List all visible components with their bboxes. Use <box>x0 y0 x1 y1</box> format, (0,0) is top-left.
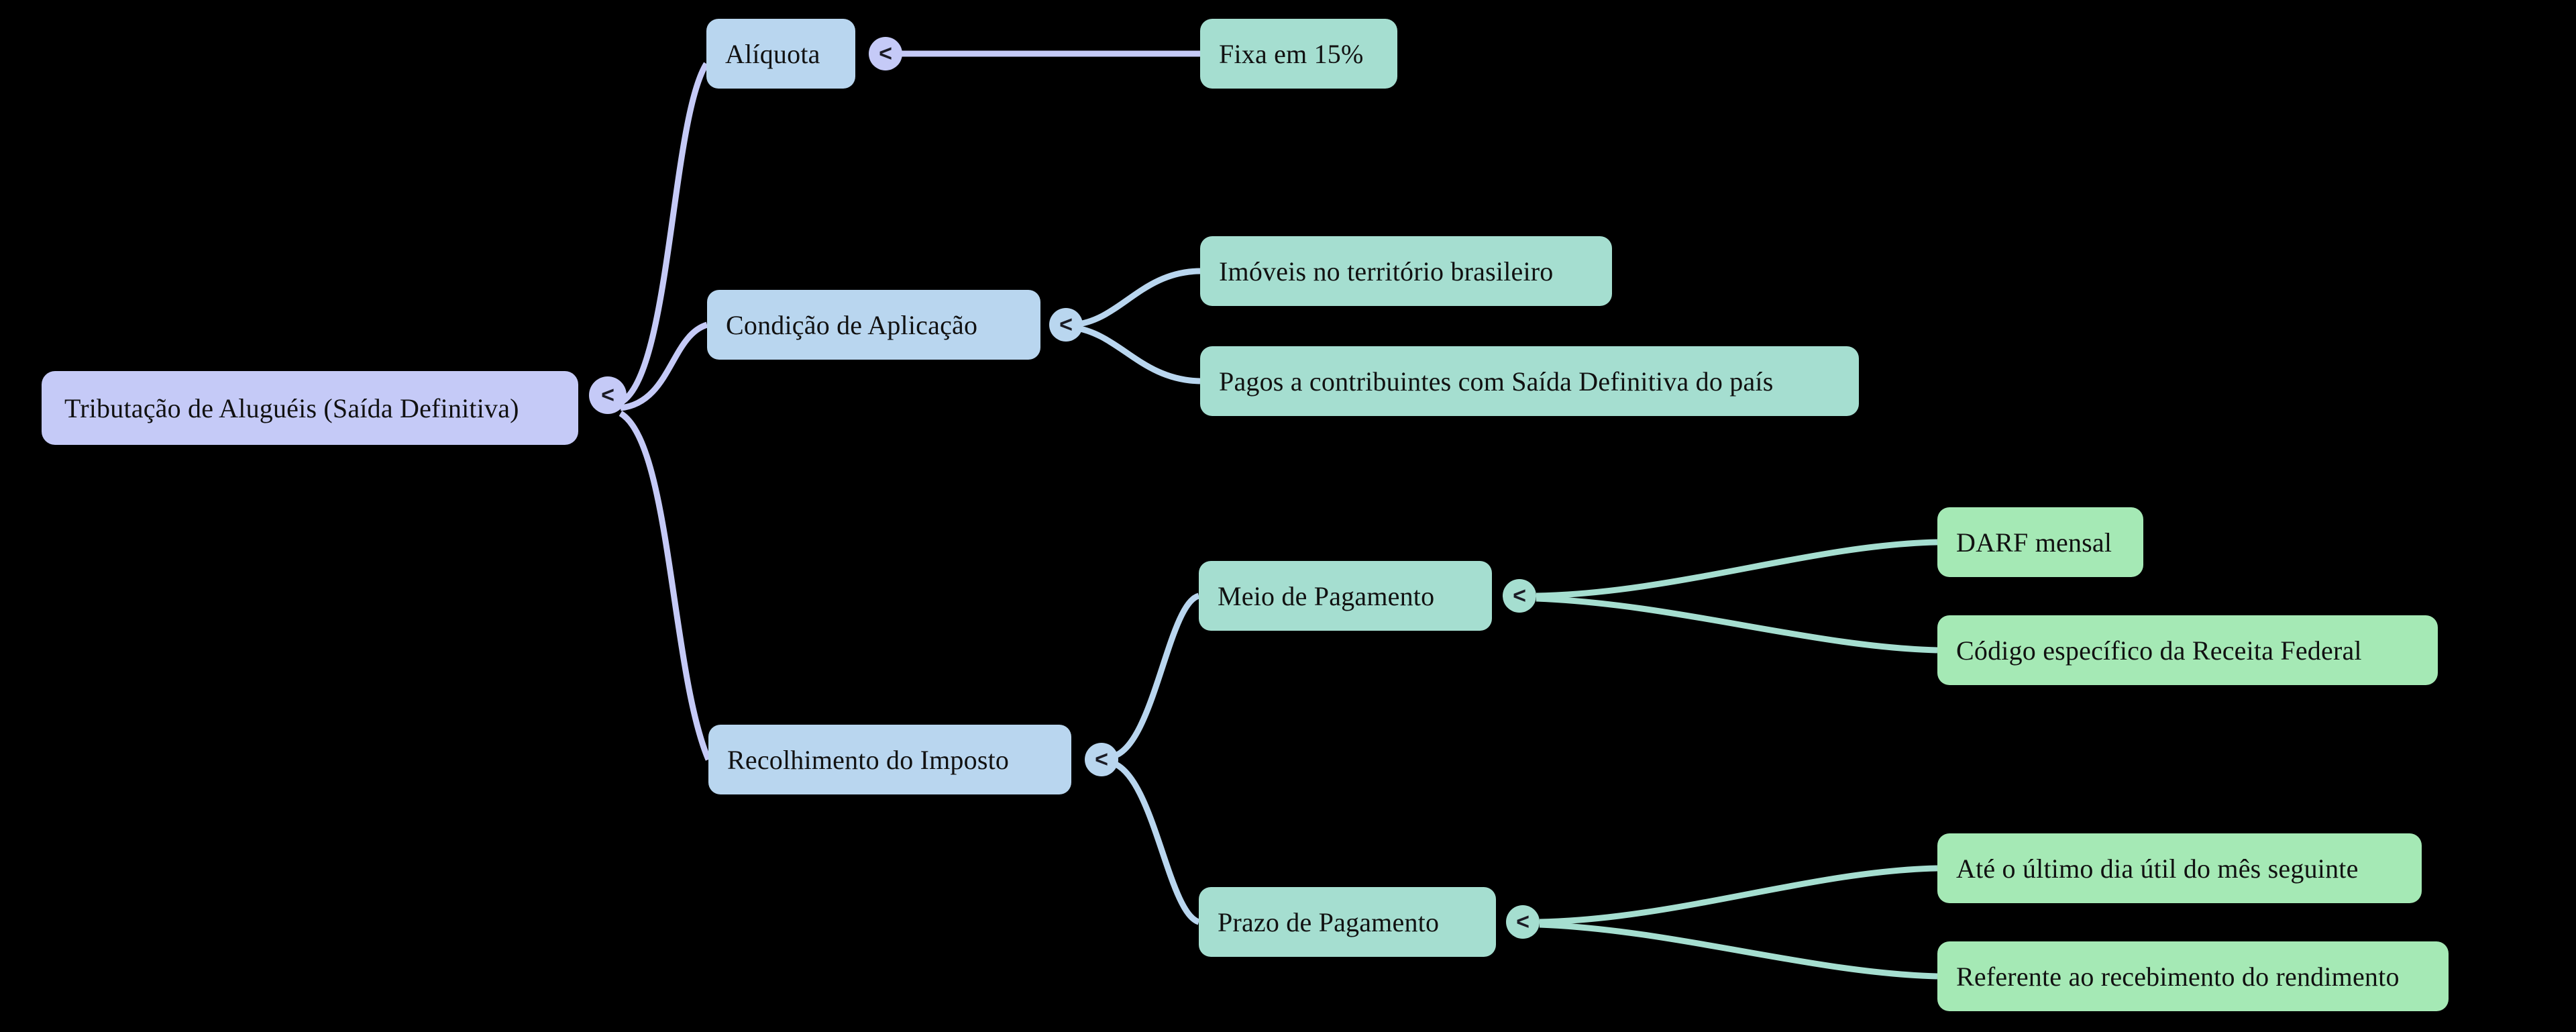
node-fixa15[interactable]: Fixa em 15% <box>1200 19 1397 89</box>
edge-meio-darf <box>1536 539 1938 599</box>
node-recolhimento[interactable]: Recolhimento do Imposto <box>708 725 1071 794</box>
node-meio[interactable]: Meio de Pagamento <box>1199 561 1492 631</box>
node-referente-label: Referente ao recebimento do rendimento <box>1956 961 2400 992</box>
node-meio-label: Meio de Pagamento <box>1218 580 1435 611</box>
node-ultimo-dia-label: Até o último dia útil do mês seguinte <box>1956 853 2359 884</box>
toggle-condicao[interactable]: < <box>1049 308 1083 342</box>
edge-prazo-ultimo-dia <box>1539 865 1938 925</box>
edge-root-aliquota <box>619 62 709 405</box>
node-darf-label: DARF mensal <box>1956 527 2112 558</box>
node-prazo-label: Prazo de Pagamento <box>1218 907 1440 937</box>
toggle-root[interactable]: < <box>589 376 627 414</box>
edge-recolhimento-meio <box>1109 592 1200 760</box>
node-aliquota[interactable]: Alíquota <box>706 19 855 89</box>
node-ultimo-dia[interactable]: Até o último dia útil do mês seguinte <box>1937 833 2422 903</box>
edge-meio-codigo <box>1536 595 1938 654</box>
node-root[interactable]: Tributação de Aluguéis (Saída Definitiva… <box>42 371 578 445</box>
node-codigo-label: Código específico da Receita Federal <box>1956 635 2362 666</box>
toggle-aliquota-glyph: < <box>879 41 892 66</box>
toggle-prazo[interactable]: < <box>1506 905 1540 939</box>
edge-recolhimento-prazo <box>1109 759 1200 925</box>
toggle-prazo-glyph: < <box>1516 909 1529 935</box>
edge-condicao-pagos <box>1073 324 1201 384</box>
toggle-recolhimento[interactable]: < <box>1085 743 1118 776</box>
node-root-label: Tributação de Aluguéis (Saída Definitiva… <box>64 393 519 423</box>
edge-condicao-imoveis <box>1073 268 1201 328</box>
node-prazo[interactable]: Prazo de Pagamento <box>1199 887 1496 957</box>
node-imoveis[interactable]: Imóveis no território brasileiro <box>1200 236 1612 306</box>
toggle-aliquota[interactable]: < <box>869 37 902 70</box>
node-condicao-label: Condição de Aplicação <box>726 309 978 340</box>
node-aliquota-label: Alíquota <box>725 38 820 69</box>
node-recolhimento-label: Recolhimento do Imposto <box>727 744 1010 775</box>
node-condicao[interactable]: Condição de Aplicação <box>707 290 1040 360</box>
node-darf[interactable]: DARF mensal <box>1937 507 2143 577</box>
node-imoveis-label: Imóveis no território brasileiro <box>1219 256 1554 287</box>
node-referente[interactable]: Referente ao recebimento do rendimento <box>1937 941 2449 1011</box>
toggle-meio[interactable]: < <box>1503 579 1536 613</box>
toggle-recolhimento-glyph: < <box>1095 747 1108 772</box>
toggle-root-glyph: < <box>601 382 614 408</box>
node-codigo[interactable]: Código específico da Receita Federal <box>1937 615 2438 685</box>
edge-root-condicao <box>620 321 708 411</box>
node-fixa15-label: Fixa em 15% <box>1219 38 1364 69</box>
node-pagos[interactable]: Pagos a contribuintes com Saída Definiti… <box>1200 346 1859 416</box>
toggle-meio-glyph: < <box>1513 583 1526 609</box>
node-pagos-label: Pagos a contribuintes com Saída Definiti… <box>1219 366 1774 397</box>
edge-prazo-referente <box>1539 921 1938 980</box>
edge-root-recolhimento <box>619 411 712 761</box>
toggle-condicao-glyph: < <box>1059 312 1073 338</box>
